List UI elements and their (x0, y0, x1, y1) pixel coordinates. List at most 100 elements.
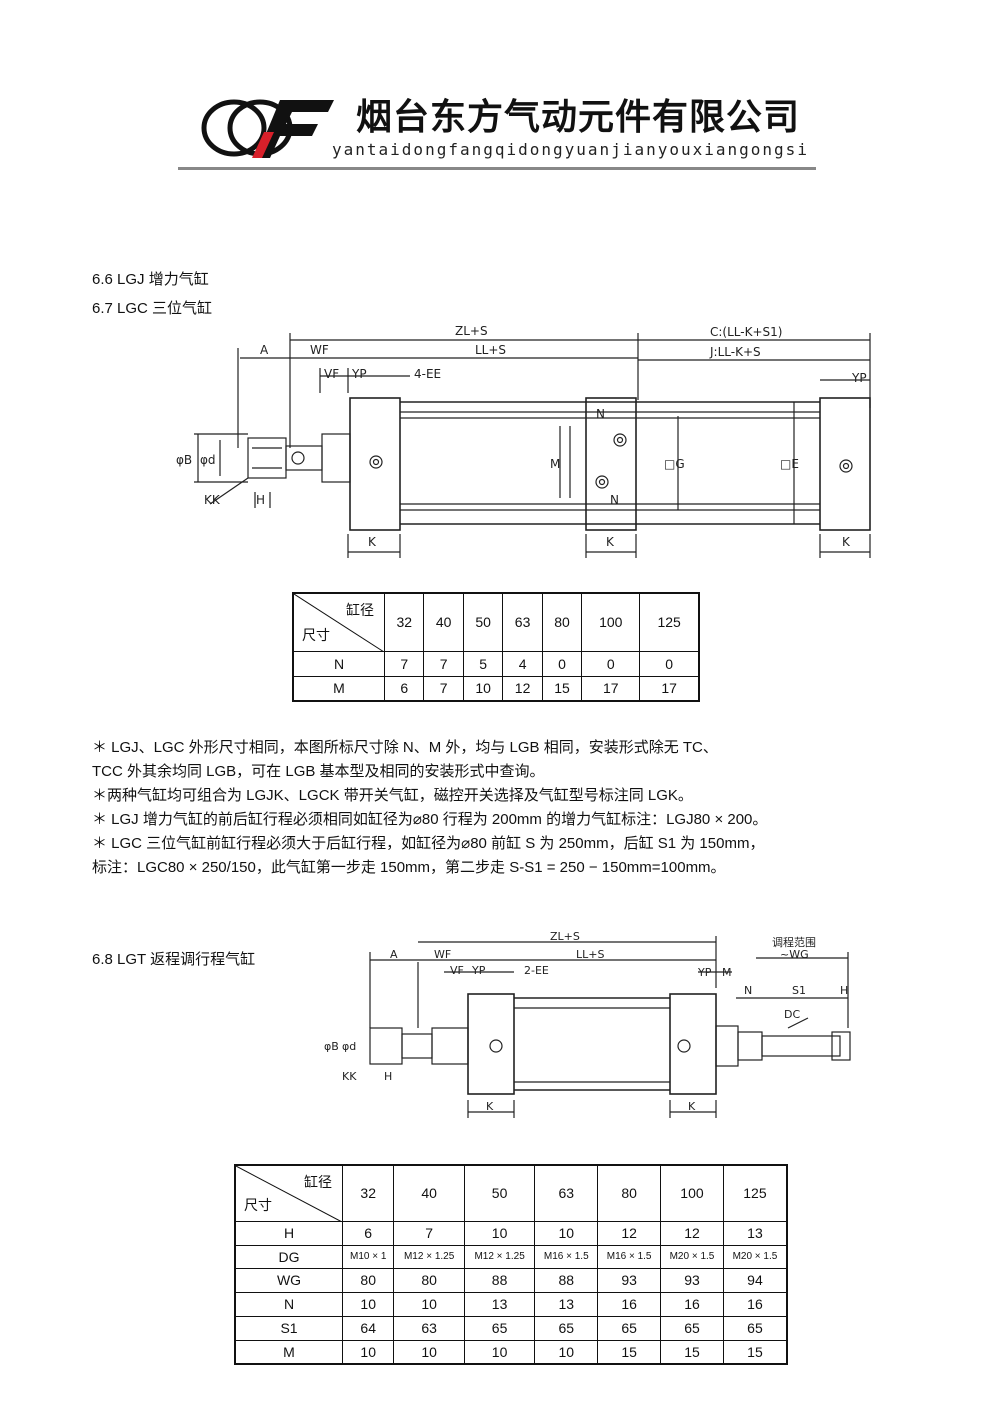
row-label: S1 (234, 1315, 343, 1341)
dim-vf: VF (324, 367, 339, 381)
table-cell: 5 (462, 650, 504, 677)
table2-bore: 50 (463, 1164, 536, 1222)
dim-k-rear: K (688, 1100, 696, 1113)
dim-ll-s: LL+S (576, 948, 604, 961)
table-cell: 13 (463, 1291, 536, 1317)
table-cell: 65 (660, 1315, 724, 1341)
dim-zl-s: ZL+S (550, 930, 580, 943)
table-cell: 10 (393, 1339, 465, 1365)
dim-vf: VF (450, 964, 464, 977)
table-cell: 12 (660, 1220, 724, 1246)
table-cell: M10 × 1 (341, 1244, 395, 1269)
dim-a: A (260, 343, 269, 357)
row-label: H (234, 1220, 343, 1246)
table-cell: 7 (423, 675, 464, 702)
table-row: DG M10 × 1 M12 × 1.25 M12 × 1.25 M16 × 1… (234, 1244, 788, 1269)
dim-phi-b: φB (176, 453, 192, 467)
lgt-cylinder-drawing: ZL+S LL+S 调程范围 ~WG A WF VF YP 2-EE YP M … (324, 930, 851, 1118)
table-cell: 65 (597, 1315, 662, 1341)
table-row: M 10 10 10 10 15 15 15 (234, 1339, 788, 1365)
table-row: H 6 7 10 10 12 12 13 (234, 1220, 788, 1246)
table-cell: 7 (423, 650, 464, 677)
dim-phi-d: φd (200, 453, 216, 467)
table-cell: M16 × 1.5 (597, 1244, 662, 1269)
dim-e: □E (780, 457, 799, 471)
table1-bore: 125 (639, 592, 700, 652)
table-cell: M12 × 1.25 (393, 1244, 465, 1269)
header-rule (178, 167, 816, 170)
table-cell: 10 (462, 675, 504, 702)
table-cell: 0 (581, 650, 641, 677)
table-cell: 10 (341, 1339, 395, 1365)
table-cell: 65 (722, 1315, 788, 1341)
table-cell: 7 (393, 1220, 465, 1246)
company-name-pinyin: yantaidongfangqidongyuanjianyouxiangongs… (332, 140, 809, 159)
table1-bore: 100 (581, 592, 641, 652)
row-label: N (234, 1291, 343, 1317)
note-line: 标注：LGC80 × 250/150，此气缸第一步走 150mm，第二步走 S-… (92, 859, 726, 876)
dim-a: A (390, 948, 398, 961)
table-cell: 65 (534, 1315, 599, 1341)
table-cell: 80 (393, 1267, 465, 1293)
dim-yp: YP (471, 964, 486, 977)
table-cell: 0 (541, 650, 583, 677)
table-cell: 10 (393, 1291, 465, 1317)
lgj-lgc-cylinder-drawing: ZL+S LL+S C:(LL-K+S1) J:LL-K+S A WF VF Y… (176, 324, 871, 558)
note-line: ＊ LGJ 增力气缸的前后缸行程必须相同如缸径为⌀80 行程为 200mm 的增… (92, 811, 768, 828)
dim-4-ee: 4-EE (414, 367, 441, 381)
table2-corner: 缸径 尺寸 (234, 1164, 343, 1222)
table2-bore: 40 (393, 1164, 465, 1222)
table1-bore: 40 (423, 592, 464, 652)
dim-yp-rear: YP (697, 966, 712, 979)
note-line: ＊ LGC 三位气缸前缸行程必须大于后缸行程，如缸径为⌀80 前缸 S 为 25… (92, 835, 765, 852)
dim-phi-b: φB (324, 1040, 339, 1053)
dim-g: □G (664, 457, 685, 471)
table-cell: 80 (341, 1267, 395, 1293)
table-cell: 10 (534, 1339, 599, 1365)
dim-wf: WF (434, 948, 451, 961)
dim-h: H (384, 1070, 392, 1083)
table-row: WG 80 80 88 88 93 93 94 (234, 1267, 788, 1293)
table-cell: 88 (463, 1267, 536, 1293)
dim-n-bottom: N (610, 493, 619, 507)
dim-s1: S1 (792, 984, 806, 997)
table-cell: 93 (660, 1267, 724, 1293)
table-cell: 0 (639, 650, 700, 677)
table-row: N 7 7 5 4 0 0 0 (292, 650, 700, 677)
section-title-6-7: 6.7 LGC 三位气缸 (92, 300, 213, 317)
table-cell: M16 × 1.5 (534, 1244, 599, 1269)
table2-bore: 100 (660, 1164, 724, 1222)
table-cell: 17 (639, 675, 700, 702)
table-row: M 6 7 10 12 15 17 17 (292, 675, 700, 702)
table2-bore: 63 (534, 1164, 599, 1222)
table-cell: 10 (463, 1220, 536, 1246)
table-row: S1 64 63 65 65 65 65 65 (234, 1315, 788, 1341)
dim-ll-s: LL+S (475, 343, 506, 357)
table-cell: 16 (597, 1291, 662, 1317)
table2-bore: 125 (722, 1164, 788, 1222)
table1-bore: 63 (502, 592, 543, 652)
notes-block: ＊ LGJ、LGC 外形尺寸相同，本图所标尺寸除 N、M 外，均与 LGB 相同… (92, 736, 912, 880)
dim-dc: DC (784, 1008, 800, 1021)
table-cell: 64 (341, 1315, 395, 1341)
table2-corner-size: 尺寸 (244, 1196, 272, 1213)
dim-n-top: N (596, 407, 605, 421)
table-cell: 16 (660, 1291, 724, 1317)
row-label: N (292, 650, 385, 677)
row-label: M (292, 675, 385, 702)
table-cell: 10 (341, 1291, 395, 1317)
dim-k-front: K (486, 1100, 494, 1113)
table-cell: 12 (502, 675, 543, 702)
table-cell: 10 (463, 1339, 536, 1365)
table1-bore: 32 (383, 592, 425, 652)
dim-yp: YP (351, 367, 367, 381)
dim-k-front: K (368, 535, 377, 549)
table-cell: 16 (722, 1291, 788, 1317)
table-cell: 15 (597, 1339, 662, 1365)
dim-2-ee: 2-EE (524, 964, 549, 977)
dim-h-rear: H (840, 984, 848, 997)
table1-corner-bore: 缸径 (346, 602, 374, 618)
dim-j: J:LL-K+S (709, 345, 761, 359)
table-row: N 10 10 13 13 16 16 16 (234, 1291, 788, 1317)
table-cell: 6 (383, 675, 425, 702)
